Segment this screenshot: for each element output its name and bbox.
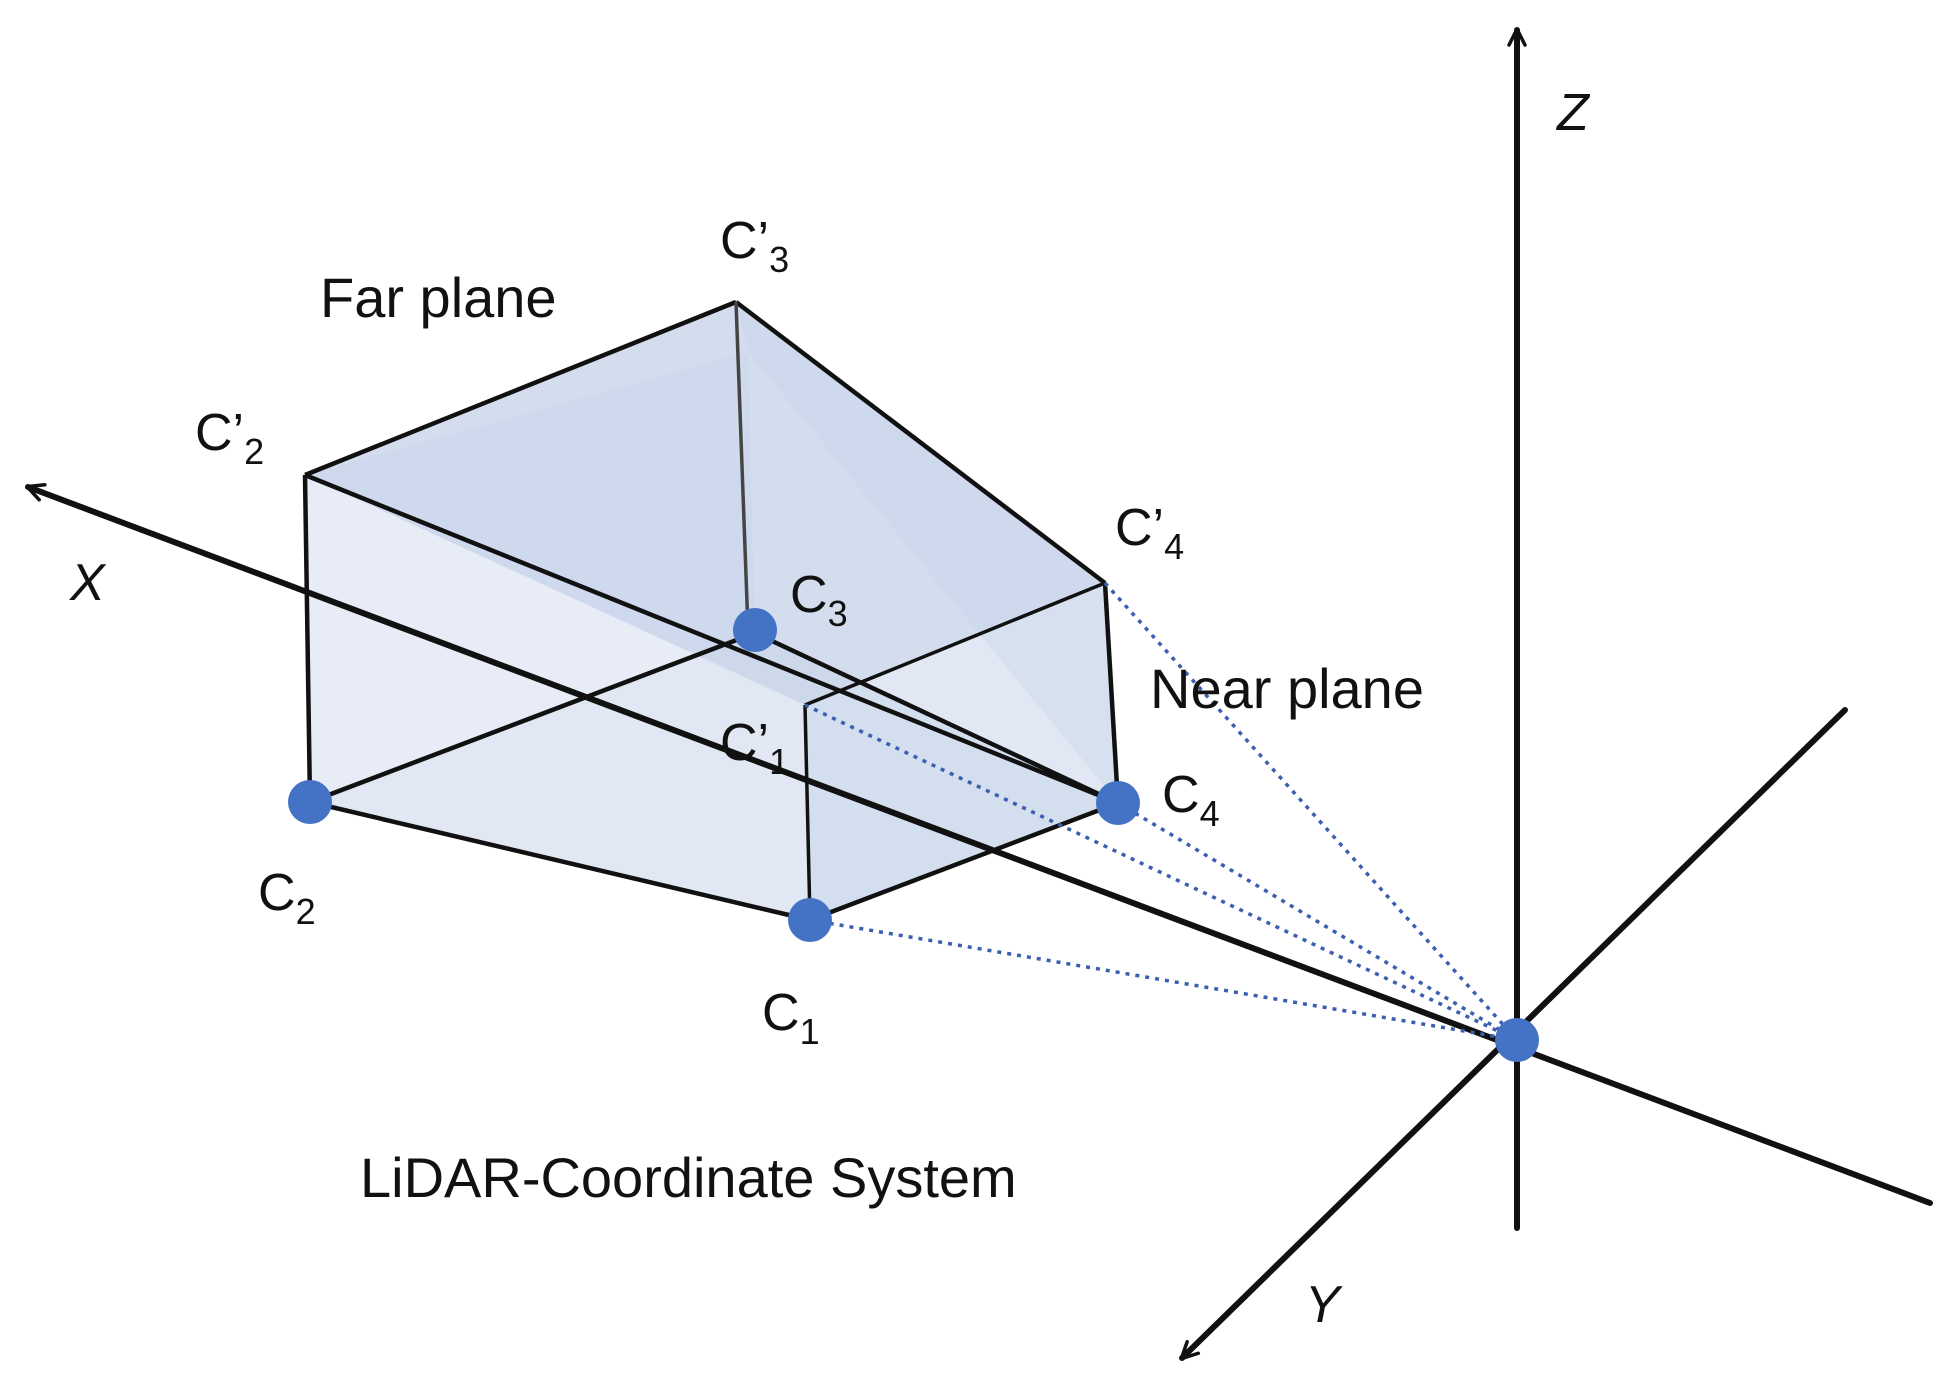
near-plane-label: Near plane	[1150, 657, 1424, 720]
point-origin	[1495, 1018, 1539, 1062]
far-plane-label: Far plane	[320, 266, 557, 329]
edge-c2-c3	[309, 630, 756, 805]
frustum-left-face	[305, 352, 755, 802]
label-c4p: C’4	[1115, 499, 1184, 567]
edge-c4p-c4	[1102, 582, 1121, 804]
system-label: LiDAR-Coordinate System	[360, 1146, 1017, 1209]
label-c1p: C’1	[720, 714, 789, 782]
edge-c3p-c3	[734, 301, 750, 631]
frustum-edges	[302, 299, 1121, 923]
points	[288, 608, 1539, 1062]
projection-rays	[804, 581, 1519, 1042]
label-c4: C4	[1162, 766, 1220, 834]
edge-c2p-c4	[304, 472, 1119, 806]
edge-c1p-c1	[803, 704, 812, 921]
frustum-top-face	[305, 302, 1105, 705]
label-c2p: C’2	[195, 404, 264, 472]
point-c1	[788, 898, 832, 942]
point-c3	[733, 608, 777, 652]
edge-c3-c4	[754, 630, 1119, 806]
ray-c4p-origin	[1103, 581, 1519, 1042]
label-c3: C3	[790, 566, 848, 634]
x-axis-line	[25, 483, 1933, 1206]
point-c4	[1096, 781, 1140, 825]
edge-c2-c1	[309, 799, 811, 923]
label-c2: C2	[258, 864, 316, 932]
edge-c4p-c1p	[804, 581, 1106, 707]
ray-c1-origin	[809, 918, 1518, 1042]
label-c1: C1	[762, 984, 820, 1052]
frustum-front-face	[805, 583, 1118, 920]
ray-c1p-origin	[804, 703, 1518, 1042]
edge-c2p-c2	[302, 474, 313, 803]
frustum-faces	[305, 302, 1118, 920]
y-axis-label: Y	[1305, 1276, 1343, 1334]
edge-c1-c4	[809, 800, 1119, 923]
z-axis-label: Z	[1555, 84, 1591, 142]
x-axis-label: X	[69, 554, 107, 612]
label-c3p: C’3	[720, 212, 789, 280]
point-c2	[288, 780, 332, 824]
edge-c2p-c3p	[304, 299, 737, 478]
ray-c4-origin	[1117, 801, 1518, 1042]
text-labels: Far plane Near plane LiDAR-Coordinate Sy…	[69, 84, 1591, 1334]
edge-c3p-c4p	[734, 300, 1107, 585]
